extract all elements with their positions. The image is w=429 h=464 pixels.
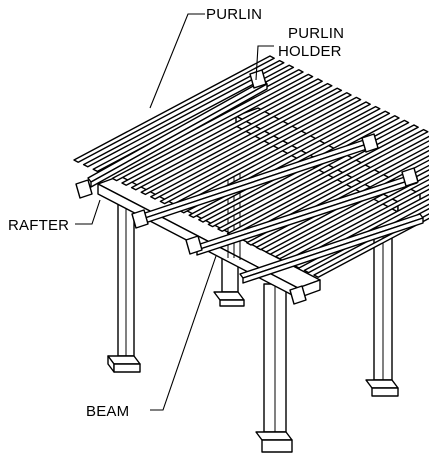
purlin-holders	[75, 69, 419, 305]
leader-beam	[150, 255, 217, 411]
purlin-holder-block	[131, 209, 149, 229]
post-back-left	[107, 195, 141, 373]
label-beam: BEAM	[86, 403, 129, 420]
rafter-slat	[274, 174, 429, 260]
rafter-slat	[82, 59, 285, 168]
label-rafter: RAFTER	[8, 217, 69, 234]
rafter-slat	[130, 82, 333, 191]
purlin-holder-block	[361, 133, 379, 153]
rafter-slat	[73, 55, 275, 163]
rafter-slat	[121, 78, 323, 186]
leader-purlin-holder	[255, 45, 274, 81]
purlin-member-side	[242, 217, 424, 284]
purlins	[87, 79, 424, 284]
purlin-holder-block	[75, 179, 93, 199]
rafter-slat	[111, 73, 314, 182]
purlin-holder-block	[401, 167, 419, 187]
rafter-slat	[140, 87, 343, 196]
purlin-member-side	[90, 83, 268, 188]
leader-rafter	[75, 199, 101, 225]
purlin-holder-block	[249, 69, 267, 89]
posts	[107, 195, 399, 453]
post-back-right	[365, 227, 399, 397]
purlin-holder-block	[185, 235, 203, 255]
rafter-slat	[159, 96, 362, 205]
leader-purlin	[149, 13, 205, 109]
post-front	[255, 283, 293, 453]
label-purlin: PURLIN	[206, 6, 262, 23]
leader-lines	[75, 13, 274, 411]
rafter-slat	[150, 92, 352, 200]
label-purlin-holder-line2: HOLDER	[278, 43, 342, 60]
purlin-holder-block	[289, 285, 307, 305]
label-purlin-holder-line1: PURLIN	[288, 25, 344, 42]
